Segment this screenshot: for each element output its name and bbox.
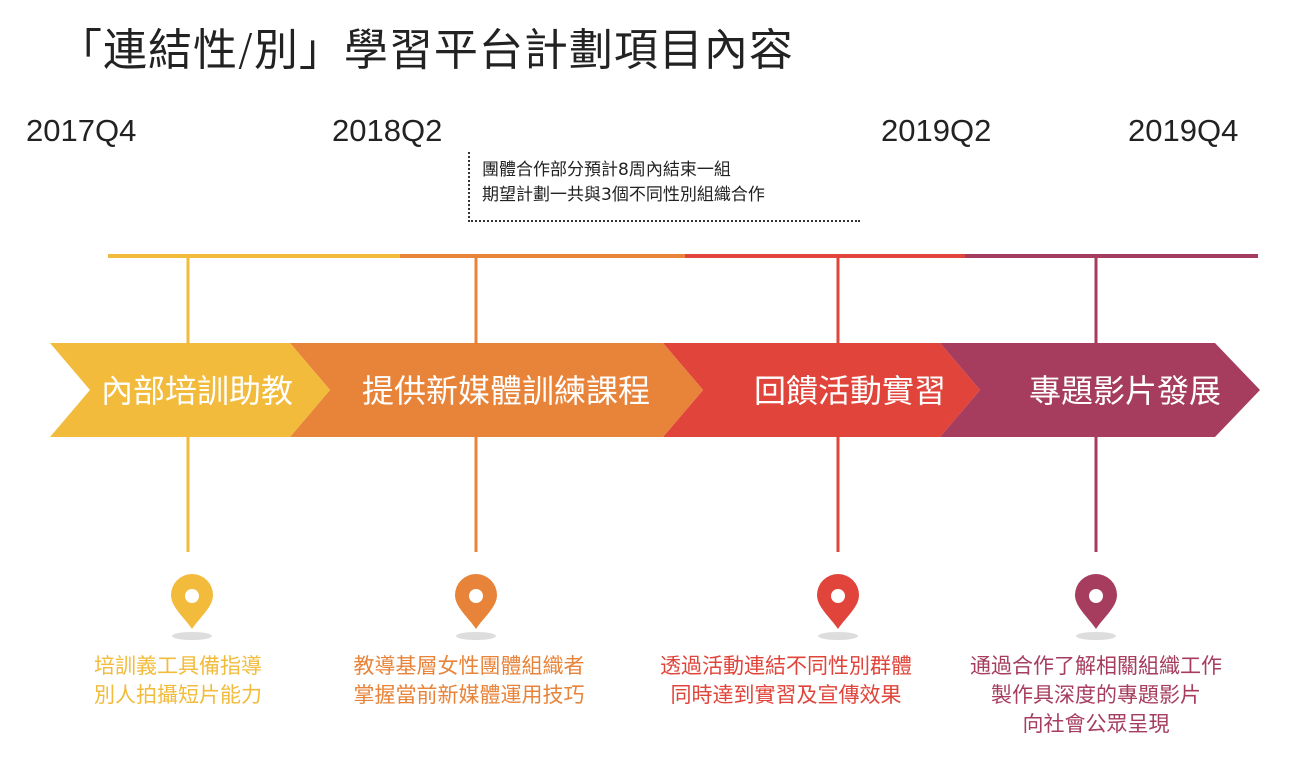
note-line-1: 團體合作部分預計8周內結束一組 [482, 160, 731, 180]
phase-4-desc-line-1: 通過合作了解相關組織工作 [970, 654, 1222, 678]
phase-arrow-1 [50, 343, 330, 437]
phase-1-desc-line-1: 培訓義工具備指導 [94, 654, 262, 678]
phase-label-3: 回饋活動實習 [754, 372, 946, 410]
phase-label-4: 專題影片發展 [1029, 372, 1221, 410]
phase-description-3: 透過活動連結不同性別群體 同時達到實習及宣傳效果 [660, 652, 912, 710]
timeline-note: 團體合作部分預計8周內結束一組 期望計劃一共與3個不同性別組織合作 [468, 152, 860, 222]
quarter-label-2019q4: 2019Q4 [1128, 113, 1239, 148]
phase-description-1: 培訓義工具備指導 別人拍攝短片能力 [94, 652, 262, 710]
location-pin-icon [455, 574, 497, 640]
page-title: 「連結性/別」學習平台計劃項目內容 [58, 25, 794, 76]
note-line-2: 期望計劃一共與3個不同性別組織合作 [482, 185, 765, 205]
location-pin-icon [1075, 574, 1117, 640]
phase-description-2: 教導基層女性團體組織者 掌握當前新媒體運用技巧 [354, 652, 585, 710]
phase-arrow-4 [940, 343, 1260, 437]
phase-arrow-3 [663, 343, 980, 437]
phase-2-desc-line-1: 教導基層女性團體組織者 [353, 654, 585, 678]
phase-4-desc-line-2: 製作具深度的專題影片 [991, 683, 1201, 707]
phase-label-2: 提供新媒體訓練課程 [362, 372, 650, 410]
quarter-label-2019q2: 2019Q2 [881, 113, 992, 148]
phase-4-desc-line-3: 向社會公眾呈現 [1022, 712, 1170, 736]
quarter-label-2018q2: 2018Q2 [332, 113, 443, 148]
phase-3-desc-line-2: 同時達到實習及宣傳效果 [670, 683, 902, 707]
location-pin-icon [817, 574, 859, 640]
phase-arrow-2 [290, 343, 703, 437]
phase-label-1: 內部培訓助教 [101, 372, 293, 410]
phase-2-desc-line-2: 掌握當前新媒體運用技巧 [353, 683, 585, 707]
quarter-label-2017q4: 2017Q4 [26, 113, 137, 148]
phase-description-4: 通過合作了解相關組織工作 製作具深度的專題影片 向社會公眾呈現 [970, 652, 1222, 739]
phase-3-desc-line-1: 透過活動連結不同性別群體 [660, 654, 912, 678]
phase-1-desc-line-2: 別人拍攝短片能力 [94, 683, 262, 707]
location-pin-icon [171, 574, 213, 640]
